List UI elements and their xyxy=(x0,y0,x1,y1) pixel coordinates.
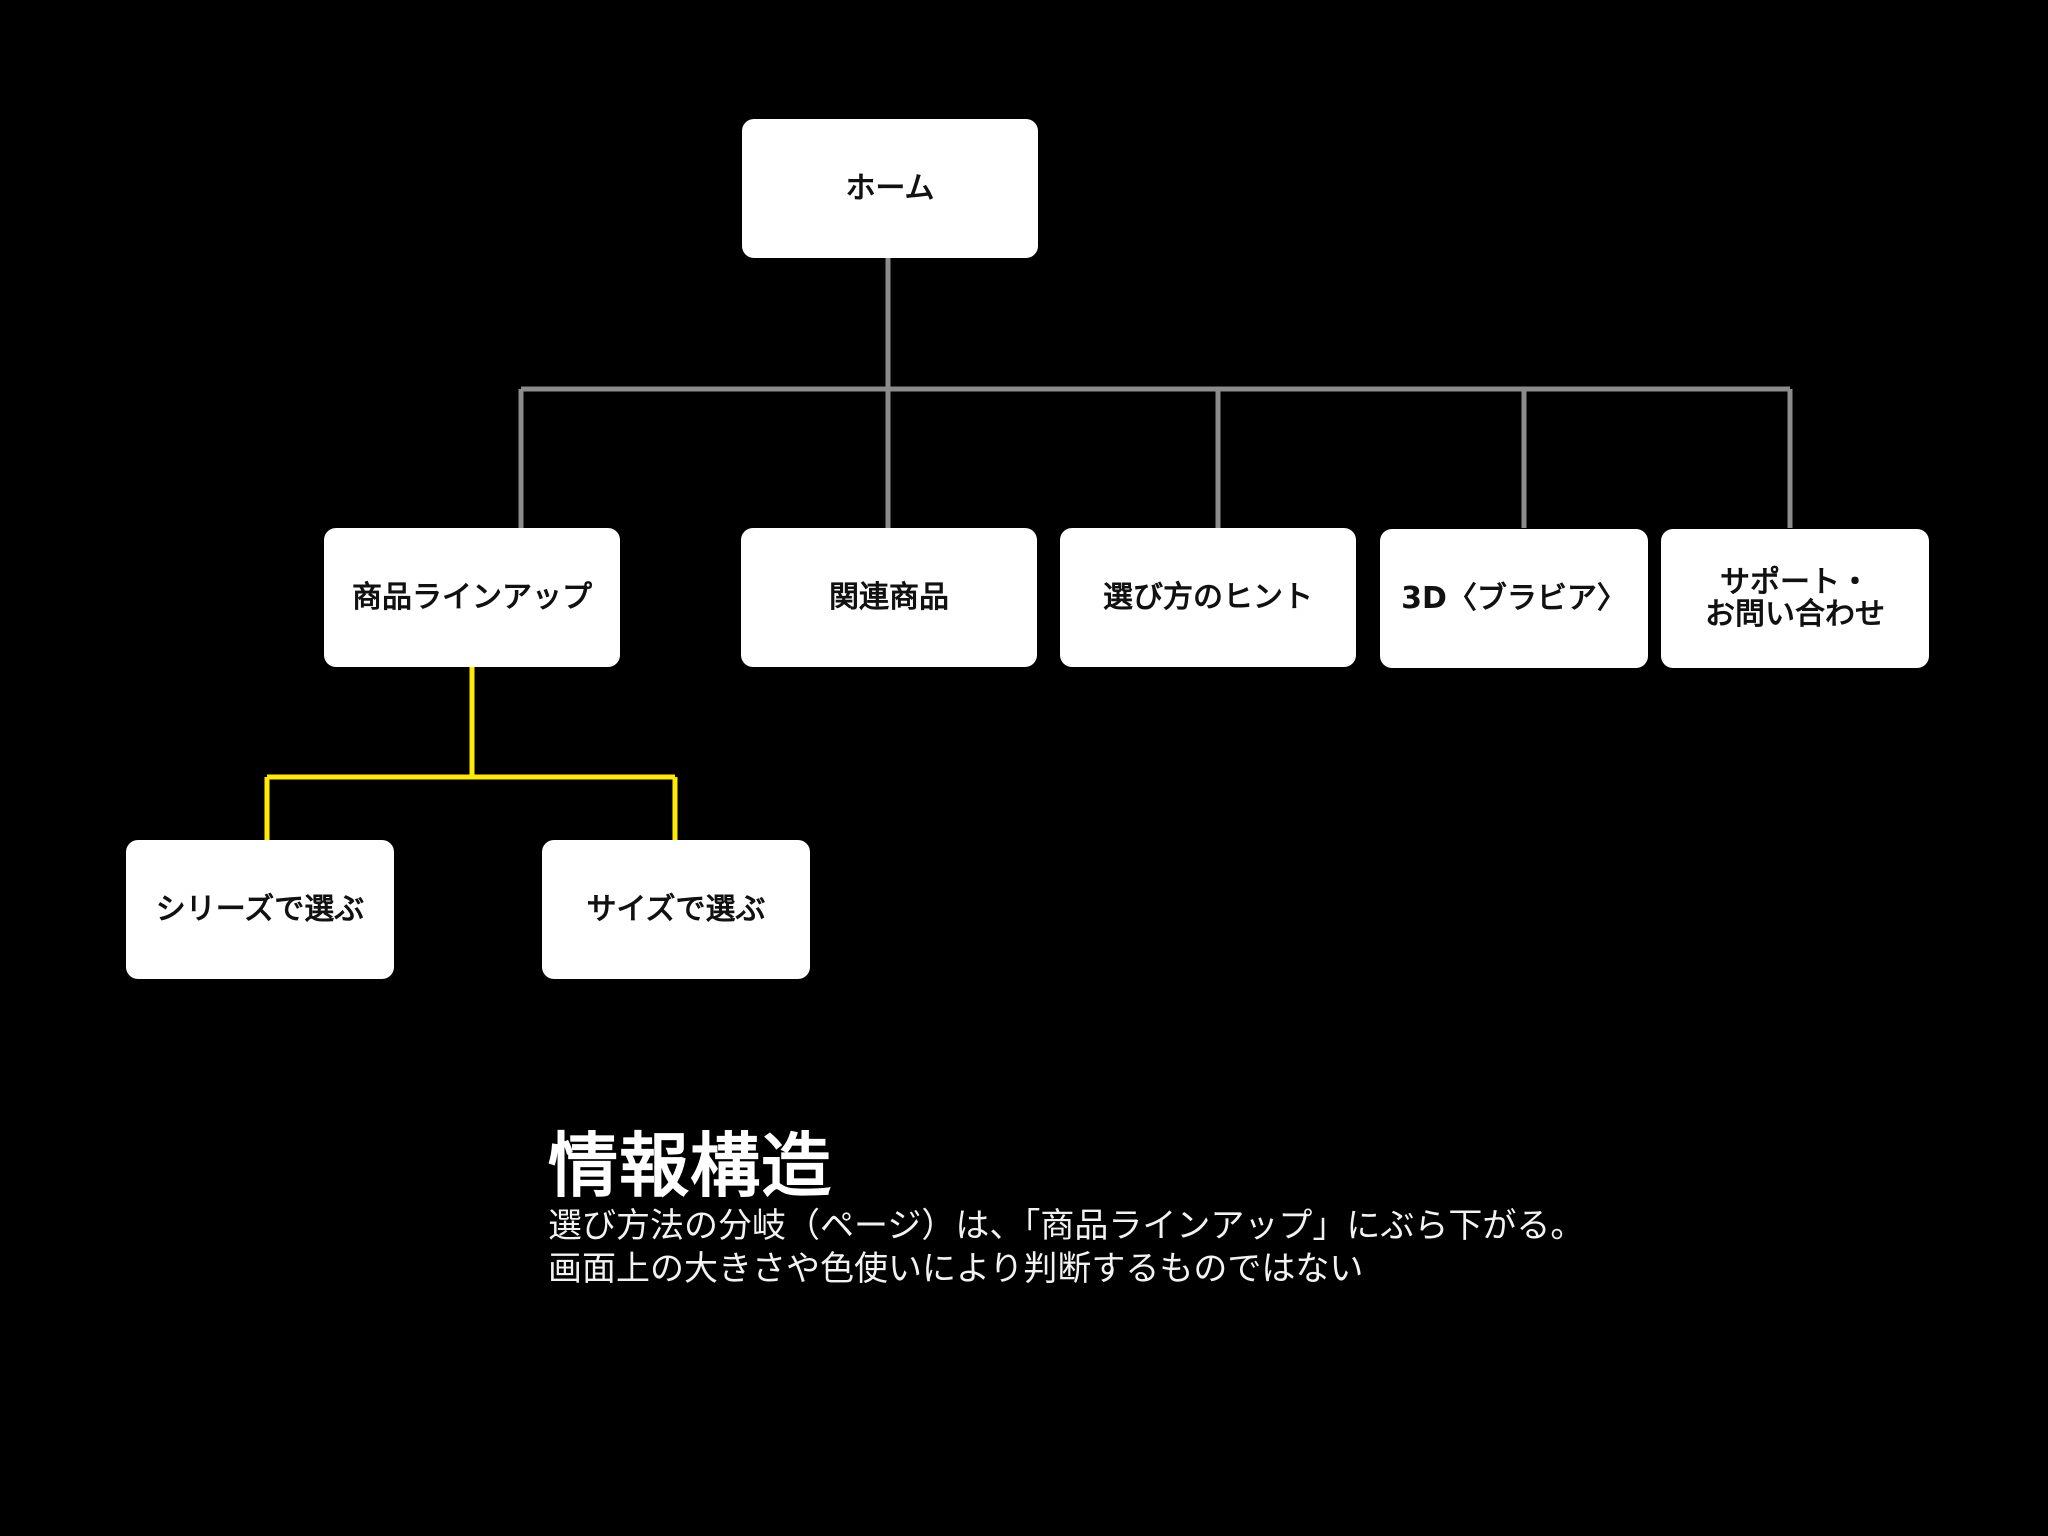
caption-title: 情報構造 xyxy=(548,1125,832,1207)
node-3d-bravia-label: 3D〈ブラビア〉 xyxy=(1401,580,1627,616)
node-product-lineup: 商品ラインアップ xyxy=(324,528,620,667)
main-connectors xyxy=(518,258,1793,528)
node-support-contact-label-line2: お問い合わせ xyxy=(1705,596,1885,632)
caption-block: 情報構造 選び方法の分岐（ページ）は、「商品ラインアップ」にぶら下がる。 画面上… xyxy=(548,1128,1584,1290)
node-support-contact-label-line1: サポート・ xyxy=(1720,565,1870,600)
node-3d-bravia: 3D〈ブラビア〉 xyxy=(1380,529,1648,668)
node-support-contact: サポート・ お問い合わせ xyxy=(1661,529,1929,668)
highlight-connectors xyxy=(264,666,678,840)
node-home: ホーム xyxy=(742,119,1038,258)
node-home-label: ホーム xyxy=(845,170,935,206)
node-related-products: 関連商品 xyxy=(741,528,1037,667)
node-related-products-label: 関連商品 xyxy=(829,579,949,615)
node-choose-by-series-label: シリーズで選ぶ xyxy=(155,891,365,927)
node-selection-hints: 選び方のヒント xyxy=(1060,528,1356,667)
node-choose-by-size-label: サイズで選ぶ xyxy=(586,891,766,927)
caption-line-2: 画面上の大きさや色使いにより判断するものではない xyxy=(548,1248,1364,1289)
node-choose-by-series: シリーズで選ぶ xyxy=(126,840,394,979)
node-selection-hints-label: 選び方のヒント xyxy=(1103,579,1313,615)
node-choose-by-size: サイズで選ぶ xyxy=(542,840,810,979)
caption-line-1: 選び方法の分岐（ページ）は、「商品ラインアップ」にぶら下がる。 xyxy=(548,1206,1585,1246)
node-product-lineup-label: 商品ラインアップ xyxy=(352,579,592,615)
